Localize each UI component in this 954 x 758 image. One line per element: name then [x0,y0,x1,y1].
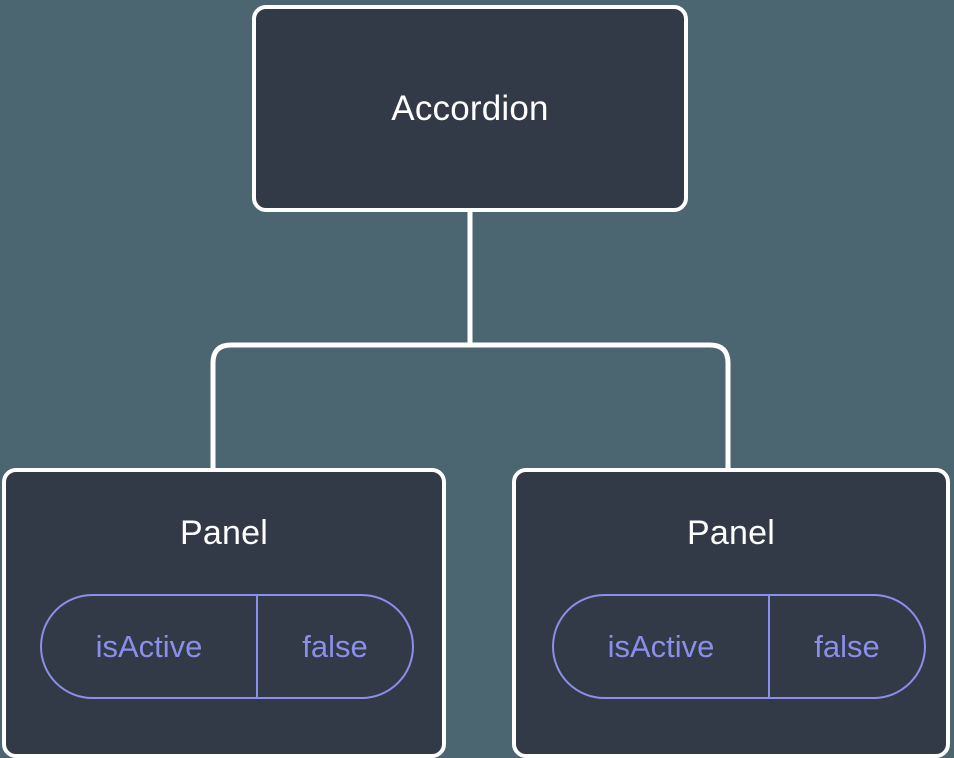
node-title: Accordion [391,89,549,128]
prop-value: false [302,629,368,664]
connector-bus [210,342,731,470]
prop-pill-is-active[interactable]: isActive false [40,594,414,699]
prop-value: false [814,629,880,664]
node-panel-2[interactable]: Panel isActive false [512,468,950,758]
prop-key: isActive [42,596,258,697]
prop-key: isActive [554,596,770,697]
node-panel-1[interactable]: Panel isActive false [2,468,446,758]
prop-pill-is-active[interactable]: isActive false [552,594,926,699]
node-accordion[interactable]: Accordion [252,5,688,212]
node-title: Panel [180,514,268,552]
component-tree-canvas: Accordion Panel isActive false Panel isA… [2,5,950,758]
node-title: Panel [687,514,775,552]
